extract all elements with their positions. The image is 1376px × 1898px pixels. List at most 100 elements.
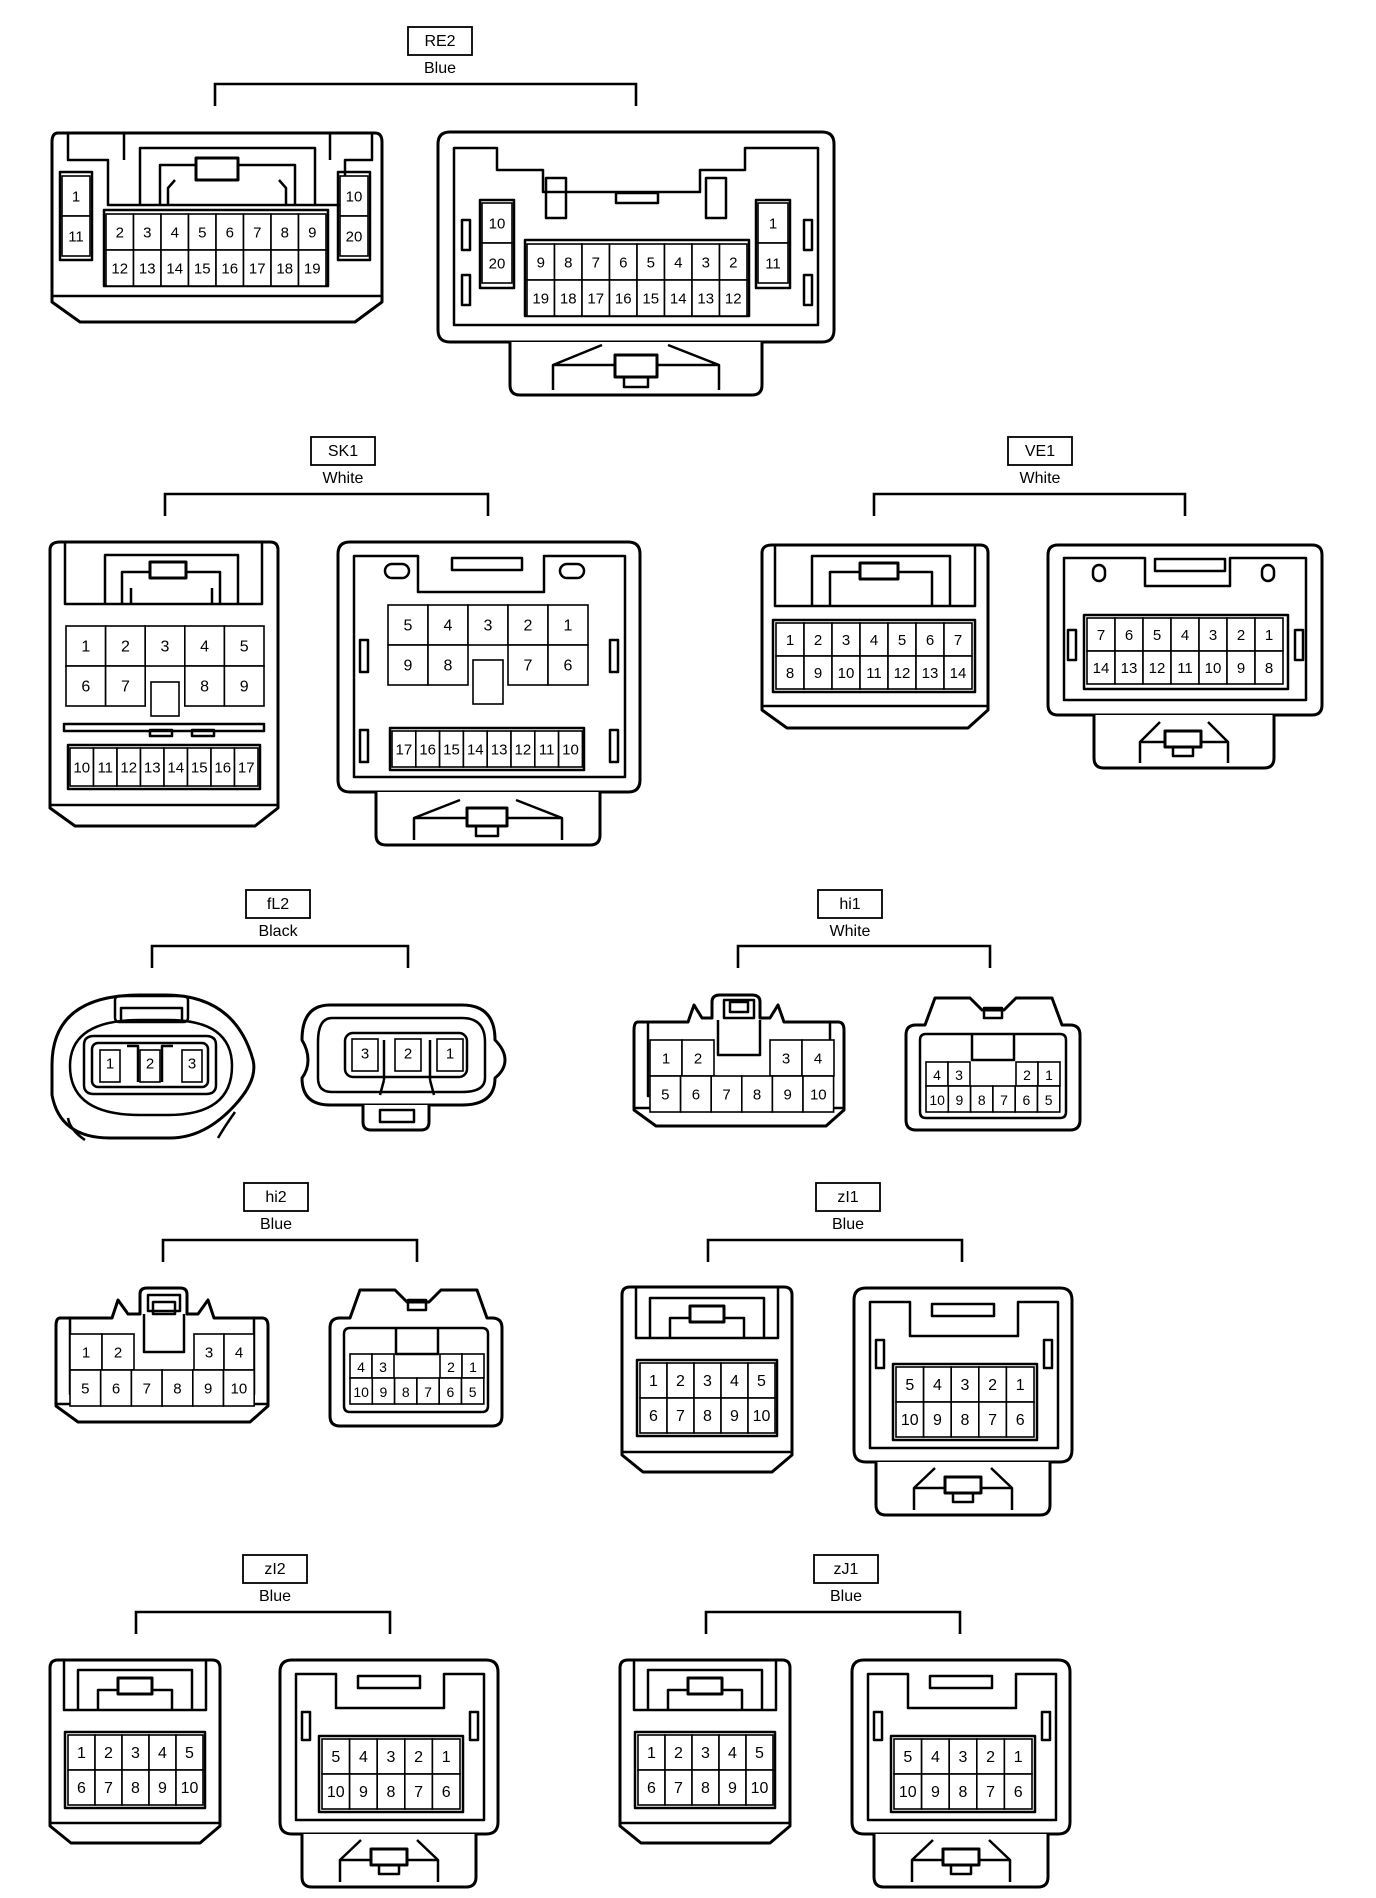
pin-cell <box>339 175 369 217</box>
pin-number: 8 <box>961 1412 970 1429</box>
pin-number: 5 <box>331 1749 340 1766</box>
pin-number: 5 <box>198 225 206 242</box>
pin-number: 17 <box>249 261 266 278</box>
pin-number: 10 <box>810 1087 827 1104</box>
pin-cell <box>1226 650 1256 685</box>
housing-outline <box>166 179 288 205</box>
pin-number: 10 <box>929 1092 945 1108</box>
pin-number: 3 <box>361 1046 369 1063</box>
pin-cell <box>922 1366 952 1403</box>
connector-code: zJ1 <box>834 1561 859 1578</box>
pin-number: 9 <box>158 1780 167 1797</box>
pin-number: 20 <box>346 229 363 246</box>
pin-number: 5 <box>404 618 413 635</box>
bracket-line <box>706 1238 964 1262</box>
pin-number: 14 <box>467 742 484 759</box>
connector-code: zI1 <box>837 1189 858 1206</box>
pin-number: 3 <box>1209 627 1217 644</box>
pin-number: 1 <box>649 1373 658 1390</box>
housing-detail <box>608 728 620 764</box>
pin-cell <box>175 1769 204 1806</box>
pin-number: 9 <box>956 1092 964 1108</box>
pin-number: 3 <box>703 1373 712 1390</box>
housing-outline <box>76 1668 194 1710</box>
pin-number: 15 <box>191 760 208 777</box>
connector-color: White <box>323 470 364 487</box>
pin-cell <box>718 243 748 281</box>
housing-detail <box>771 618 977 694</box>
pin-number: 3 <box>161 639 170 656</box>
housing-detail <box>635 1358 779 1438</box>
pin-cell <box>351 1038 379 1072</box>
pin-number: 13 <box>491 742 508 759</box>
pin-cell <box>61 215 91 257</box>
pin-cell <box>637 1734 666 1771</box>
pin-number: 7 <box>121 679 130 696</box>
pin-number: 9 <box>1237 660 1245 677</box>
housing-detail <box>891 1362 1039 1442</box>
pin-number: 19 <box>532 291 549 308</box>
pin-cell <box>427 604 469 646</box>
pin-cell <box>581 279 611 317</box>
housing-detail <box>1040 1710 1052 1742</box>
pin-cell <box>507 644 549 686</box>
pin-number: 9 <box>240 679 249 696</box>
pin-cell <box>148 1769 177 1806</box>
pin-number: 8 <box>131 1780 140 1797</box>
pin-cell <box>1254 617 1284 652</box>
pin-number: 16 <box>214 760 231 777</box>
pin-number: 9 <box>730 1408 739 1425</box>
pin-cell <box>771 1075 804 1113</box>
connector-code: SK1 <box>328 443 358 460</box>
pin-number: 1 <box>442 1749 451 1766</box>
connector-color: Blue <box>830 1588 862 1605</box>
key-slot <box>150 681 180 717</box>
latch <box>369 1847 409 1867</box>
pin-number: 17 <box>238 760 255 777</box>
pin-number: 6 <box>692 1087 700 1104</box>
pin-cell <box>233 747 259 787</box>
housing-outline <box>119 1006 184 1022</box>
pin-number: 2 <box>146 1056 154 1073</box>
pin-cell <box>121 1769 150 1806</box>
pin-cell <box>192 1369 225 1407</box>
pin-number: 2 <box>674 1745 683 1762</box>
pin-number: 6 <box>446 1384 454 1400</box>
pin-cell <box>427 644 469 686</box>
pin-number: 7 <box>424 1384 432 1400</box>
pin-number: 5 <box>240 639 249 656</box>
pin-number: 3 <box>205 1345 213 1362</box>
housing-detail <box>614 191 660 205</box>
pin-cell <box>943 655 973 690</box>
pin-number: 15 <box>194 261 211 278</box>
pin-number: 6 <box>1125 627 1133 644</box>
pin-cell <box>222 1369 256 1407</box>
pin-number: 3 <box>131 1745 140 1762</box>
housing-detail <box>1066 628 1078 662</box>
pin-number: 12 <box>120 760 137 777</box>
housing-detail <box>113 994 190 1024</box>
pin-cell <box>757 202 789 244</box>
bracket-line <box>163 492 490 516</box>
pin-cell <box>693 1397 722 1434</box>
pin-cell <box>67 1734 96 1771</box>
housing-detail <box>728 1000 750 1014</box>
housing-detail <box>802 218 814 252</box>
pin-number: 16 <box>615 291 632 308</box>
pin-cell <box>1005 1401 1035 1438</box>
pin-number: 4 <box>933 1377 942 1394</box>
housing-detail <box>358 728 370 764</box>
pin-number: 9 <box>380 1384 388 1400</box>
pin-cell <box>101 1333 135 1371</box>
pin-number: 8 <box>402 1384 410 1400</box>
housing-detail <box>146 1293 182 1313</box>
pin-cell <box>339 215 369 257</box>
latch <box>465 806 509 828</box>
housing-detail <box>633 1730 777 1810</box>
pin-number: 2 <box>121 639 130 656</box>
